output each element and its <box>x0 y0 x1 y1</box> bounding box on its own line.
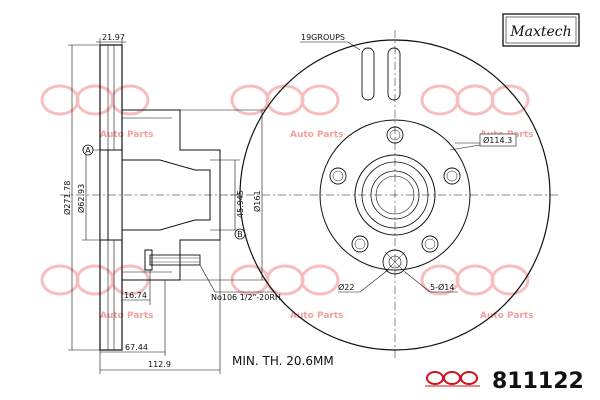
bolt-hole <box>329 167 347 185</box>
ref-b-label: B <box>237 230 243 239</box>
dim-bolt-depth: 16.74 <box>124 291 147 300</box>
bolt-hole <box>443 167 461 185</box>
watermark-caption: Auto Parts <box>290 130 344 140</box>
dimension-lines <box>68 38 275 374</box>
maxtech-logo: Maxtech <box>502 13 580 47</box>
watermark-logo <box>420 264 530 296</box>
dim-outer-diameter: Ø271.78 <box>62 181 72 215</box>
watermark-logo <box>420 84 530 116</box>
dim-pcd: Ø114.3 <box>483 135 512 145</box>
ref-marker-b: B <box>234 228 246 240</box>
dim-stud-spec: 5-Ø14 <box>430 282 454 292</box>
dim-hat-height: 67.44 <box>125 343 148 352</box>
watermark-caption: Auto Parts <box>290 311 344 321</box>
front-view <box>230 30 560 360</box>
bolt-hole <box>421 235 439 253</box>
ref-a-label: A <box>85 146 91 155</box>
watermark-caption: Auto Parts <box>480 311 534 321</box>
qos-footer-logo <box>425 371 480 387</box>
grooves-label: 19GROUPS <box>301 33 345 42</box>
dim-hat-diameter: Ø161 <box>252 190 262 212</box>
dim-hole-diameter: Ø22 <box>338 282 354 292</box>
dim-total-height: 112.9 <box>148 360 171 369</box>
watermark-caption: Auto Parts <box>100 130 154 140</box>
min-thickness-label: MIN. TH. 20.6MM <box>232 354 334 368</box>
watermark-caption: Auto Parts <box>100 311 154 321</box>
part-number: 811122 <box>492 369 584 394</box>
pcd-box <box>479 133 517 147</box>
watermark-logo <box>40 84 150 116</box>
thread-spec: No106 1/2"-20RH <box>211 293 281 302</box>
ref-marker-a: A <box>82 144 94 156</box>
maxtech-logo-text: Maxtech <box>509 24 571 40</box>
dim-flange-thickness: 21.97 <box>102 33 125 42</box>
bolt-hole <box>351 235 369 253</box>
dim-hub-diameter: Ø62.93 <box>76 184 86 213</box>
watermark-logo <box>40 264 150 296</box>
watermark-group <box>40 84 530 296</box>
